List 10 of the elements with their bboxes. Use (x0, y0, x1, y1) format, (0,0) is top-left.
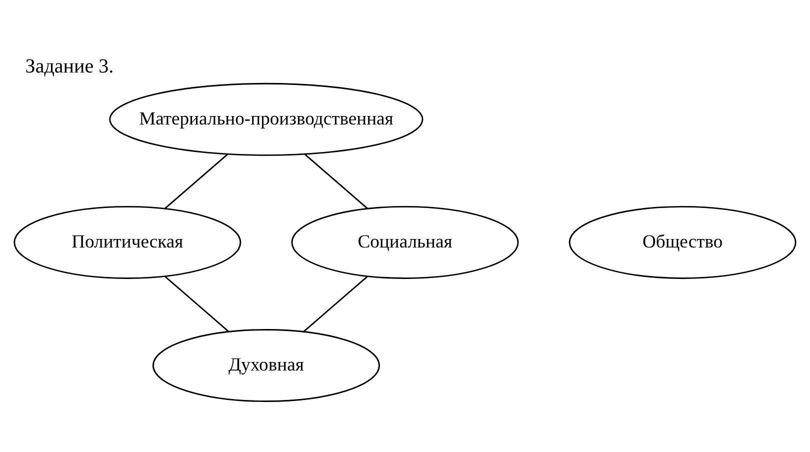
diagram-title: Задание 3. (25, 55, 114, 78)
node-ellipse: Социальная (291, 206, 519, 279)
node-ellipse: Общество (568, 206, 796, 279)
node-ellipse: Духовная (152, 329, 380, 402)
connector (164, 154, 228, 210)
connector (164, 276, 230, 332)
node-ellipse: Материально-производственная (109, 82, 424, 156)
connector (304, 154, 368, 210)
connector (303, 276, 368, 332)
node-ellipse: Политическая (14, 206, 242, 279)
